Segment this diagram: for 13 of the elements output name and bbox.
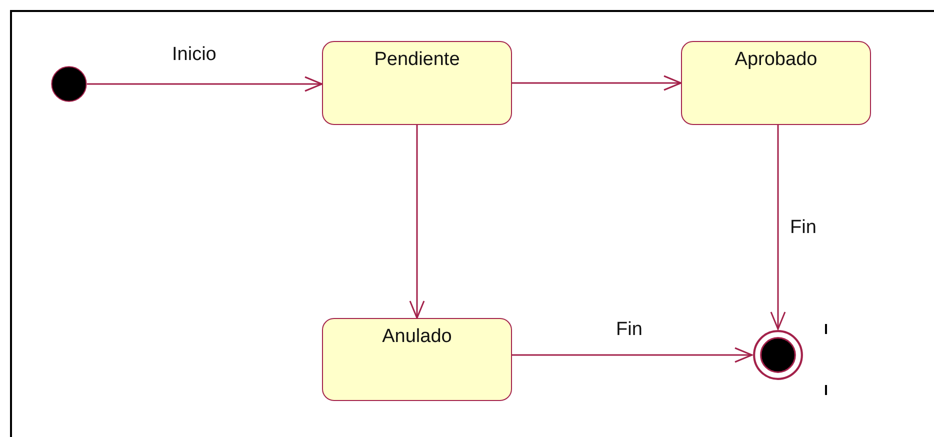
final-state	[752, 329, 804, 381]
state-box	[322, 318, 512, 401]
state-name: Aprobado	[734, 49, 818, 71]
state-box	[681, 41, 871, 125]
initial-state	[51, 66, 87, 102]
transition-arrow	[512, 347, 753, 363]
state-name: Pendiente	[374, 49, 460, 71]
transition-arrow	[770, 125, 786, 330]
state-name: Anulado	[382, 326, 452, 348]
state-box	[322, 41, 512, 125]
transition-arrow	[87, 76, 323, 92]
transition-arrow	[409, 125, 425, 319]
transition-arrow	[512, 75, 682, 91]
